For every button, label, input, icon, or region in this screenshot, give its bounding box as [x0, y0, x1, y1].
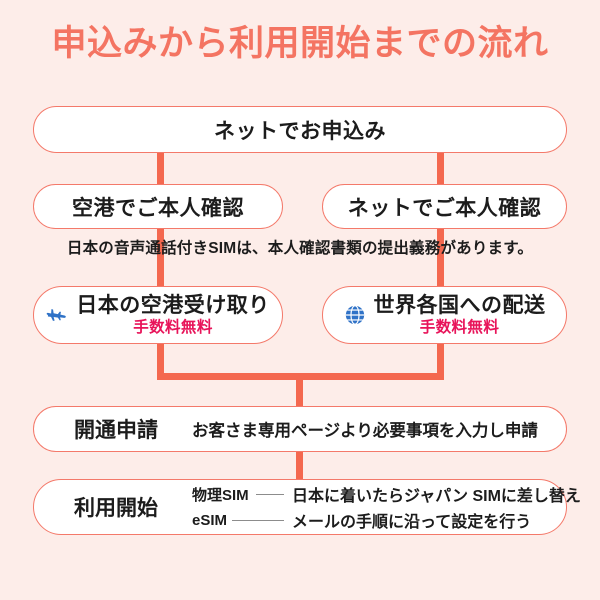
sim-text-esim: メールの手順に沿って設定を行う	[292, 514, 532, 531]
step-activation-request-label: 開通申請	[74, 419, 158, 442]
connector-step3-right-down	[437, 343, 444, 380]
step-verify-online-box[interactable]: ネットでご本人確認	[322, 184, 567, 229]
worldwide-delivery-text: 世界各国への配送 手数料無料	[374, 294, 546, 337]
connector-left-to-step3	[157, 228, 164, 288]
worldwide-delivery-fee-badge: 手数料無料	[419, 318, 500, 336]
connector-step1-to-right	[437, 152, 444, 186]
airport-pickup-fee-badge: 手数料無料	[133, 318, 213, 336]
sim-kind-physical: 物理SIM	[192, 486, 249, 504]
connector-right-to-step3	[437, 228, 444, 288]
airport-pickup-content: 日本の空港受け取り 手数料無料	[46, 294, 270, 337]
airplane-icon	[46, 304, 68, 326]
step-verify-airport-label: 空港でご本人確認	[72, 196, 244, 220]
airport-pickup-text: 日本の空港受け取り 手数料無料	[76, 294, 270, 337]
step-airport-pickup-label: 日本の空港受け取り	[76, 293, 270, 317]
sim-text-physical: 日本に着いたらジャパン SIMに差し替え	[292, 488, 581, 505]
globe-icon	[344, 304, 366, 326]
identity-verification-note: 日本の音声通話付きSIMは、本人確認書類の提出義務があります。	[66, 240, 534, 257]
connector-merge-to-step4	[296, 373, 303, 407]
connector-step1-to-left	[157, 152, 164, 186]
sim-row-physical: 物理SIM 日本に着いたらジャパン SIMに差し替え	[192, 482, 581, 506]
step-apply-online-label: ネットでお申込み	[214, 119, 386, 143]
start-using-content: 利用開始 物理SIM 日本に着いたらジャパン SIMに差し替え eSIM メール…	[34, 482, 581, 532]
sim-kind-esim: eSIM	[192, 511, 228, 529]
sim-row-esim: eSIM メールの手順に沿って設定を行う	[192, 508, 581, 532]
step-activation-request-box[interactable]: 開通申請 お客さま専用ページより必要事項を入力し申請	[33, 406, 567, 452]
connector-step3-left-down	[157, 343, 164, 380]
worldwide-delivery-content: 世界各国への配送 手数料無料	[344, 294, 546, 337]
activation-request-content: 開通申請 お客さま専用ページより必要事項を入力し申請	[34, 414, 566, 444]
step-worldwide-delivery-label: 世界各国への配送	[373, 293, 546, 317]
dash-physical	[256, 493, 284, 495]
sim-type-table: 物理SIM 日本に着いたらジャパン SIMに差し替え eSIM メールの手順に沿…	[192, 482, 581, 532]
page-title: 申込みから利用開始までの流れ	[51, 24, 549, 63]
step-start-using-label: 利用開始	[74, 497, 158, 520]
step-verify-airport-box[interactable]: 空港でご本人確認	[33, 184, 283, 229]
step-worldwide-delivery-box[interactable]: 世界各国への配送 手数料無料	[322, 286, 567, 344]
step-start-using-box[interactable]: 利用開始 物理SIM 日本に着いたらジャパン SIMに差し替え eSIM メール…	[33, 479, 581, 535]
step-airport-pickup-box[interactable]: 日本の空港受け取り 手数料無料	[33, 286, 283, 344]
connector-step4-to-step5	[296, 452, 303, 480]
step-apply-online-box[interactable]: ネットでお申込み	[33, 106, 567, 153]
activation-request-description: お客さま専用ページより必要事項を入力し申請	[192, 422, 538, 440]
step-verify-online-label: ネットでご本人確認	[347, 196, 542, 220]
dash-esim	[232, 519, 284, 521]
